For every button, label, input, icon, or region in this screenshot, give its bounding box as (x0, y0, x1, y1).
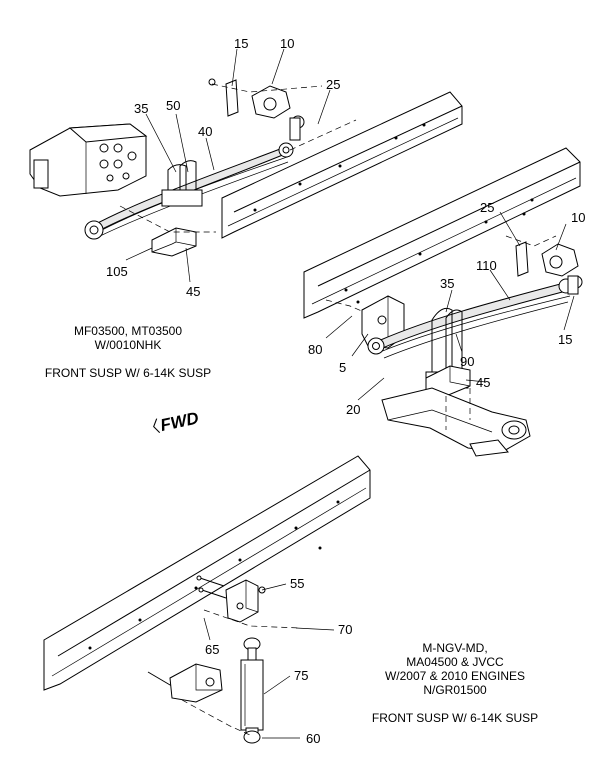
note-lower-line3: W/2007 & 2010 ENGINES (384, 669, 526, 683)
frame-rail-upper-left (221, 91, 463, 239)
callout-right-80: 80 (308, 342, 322, 357)
callout-right-45: 45 (476, 375, 490, 390)
callout-bottom-55: 55 (290, 576, 304, 591)
lower-shock-bracket (169, 663, 223, 703)
callout-top-105: 105 (106, 264, 128, 279)
callout-top-10: 10 (280, 36, 294, 51)
note-upper: MF03500, MT03500 W/0010NHK FRONT SUSP W/… (28, 324, 228, 380)
note-upper-line1: MF03500, MT03500 (73, 324, 183, 338)
shackle-upper (208, 78, 305, 141)
u-bolt-upper (161, 160, 203, 207)
callout-top-35: 35 (134, 101, 148, 116)
note-lower: M-NGV-MD, MA04500 & JVCC W/2007 & 2010 E… (350, 641, 560, 725)
callout-right-5: 5 (339, 360, 346, 375)
upper-left-assembly: 15 10 25 35 50 40 105 45 (29, 36, 463, 299)
shackle-right (515, 241, 583, 295)
callout-right-90: 90 (460, 354, 474, 369)
note-lower-line2: MA04500 & JVCC (406, 655, 504, 669)
bracket-45-upper (151, 227, 197, 257)
callout-right-15: 15 (558, 332, 572, 347)
callout-right-10: 10 (571, 210, 585, 225)
shock-absorber (240, 637, 264, 744)
note-lower-line1: M-NGV-MD, (422, 641, 488, 655)
axle-beam (381, 387, 531, 457)
callout-bottom-70: 70 (338, 622, 352, 637)
callout-right-110: 110 (476, 258, 497, 273)
callout-top-50: 50 (166, 98, 180, 113)
note-upper-line2: W/0010NHK (94, 338, 162, 352)
note-lower-line4: N/GR01500 (423, 683, 487, 697)
callout-right-20: 20 (346, 402, 360, 417)
callout-bottom-60: 60 (306, 731, 320, 746)
frame-rail-right (303, 147, 581, 319)
bottom-assembly: 55 70 65 75 60 (43, 455, 371, 746)
note-upper-line3: FRONT SUSP W/ 6-14K SUSP (44, 366, 212, 380)
callout-right-35: 35 (440, 276, 454, 291)
leaf-spring-right (367, 278, 574, 359)
callout-top-15: 15 (234, 36, 248, 51)
note-lower-line5: FRONT SUSP W/ 6-14K SUSP (371, 711, 539, 725)
front-bracket-casting (29, 123, 148, 197)
right-assembly: 25 10 35 110 80 5 90 15 45 20 (303, 147, 585, 457)
callout-bottom-75: 75 (294, 668, 308, 683)
callout-right-25: 25 (480, 200, 494, 215)
frame-rail-bottom (43, 455, 371, 691)
callout-top-40: 40 (198, 124, 212, 139)
callout-top-25: 25 (326, 77, 340, 92)
callout-bottom-65: 65 (205, 642, 219, 657)
shock-bracket (225, 579, 266, 623)
callout-top-45: 45 (186, 284, 200, 299)
